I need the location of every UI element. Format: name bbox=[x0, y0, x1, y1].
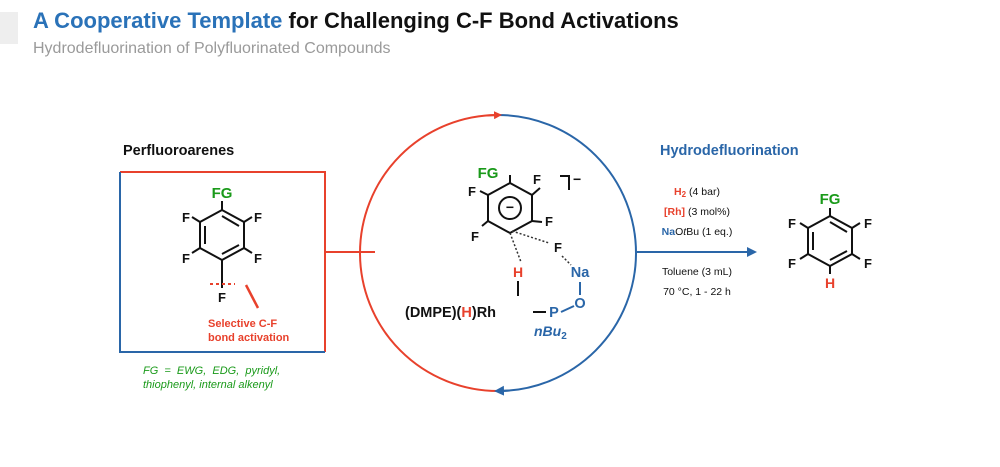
perfluoroarenes-heading: Perfluoroarenes bbox=[123, 143, 234, 159]
condition-solvent: Toluene (3 mL) bbox=[662, 266, 732, 278]
sodium-na: Na bbox=[571, 265, 590, 281]
oxygen-o: O bbox=[574, 296, 585, 312]
ring-charge-sign: − bbox=[506, 199, 514, 215]
product-benzene-ring bbox=[799, 208, 861, 274]
rh-arene-dash bbox=[509, 232, 522, 263]
hydrodefluorination-heading: Hydrodefluorination bbox=[660, 143, 799, 159]
title-highlight: A Cooperative Template bbox=[33, 8, 283, 33]
center-f-label: F bbox=[468, 184, 476, 199]
product-f-label: F bbox=[864, 256, 872, 271]
scope-line-2: thiophenyl, internal alkenyl bbox=[143, 379, 273, 391]
product-fg-label: FG bbox=[820, 191, 841, 208]
cycle-arrow-red bbox=[485, 111, 502, 120]
center-fg-label: FG bbox=[478, 165, 499, 182]
annotation-line-2: bond activation bbox=[208, 332, 290, 344]
cf-na-dash bbox=[511, 230, 550, 244]
rh-complex-label: (DMPE)(H)Rh bbox=[405, 305, 496, 321]
center-f-label: F bbox=[533, 172, 541, 187]
product-f-label: F bbox=[788, 216, 796, 231]
cycle-arc-blue bbox=[497, 114, 637, 392]
product-f-label: F bbox=[864, 216, 872, 231]
title-rest: for Challenging C-F Bond Activations bbox=[282, 8, 679, 33]
panel-border-blue bbox=[119, 172, 325, 353]
scope-line-1: FG = EWG, EDG, pyridyl, bbox=[143, 365, 280, 377]
panel-border-red bbox=[120, 171, 326, 352]
left-benzene-ring bbox=[191, 201, 253, 288]
hydride-h: H bbox=[513, 264, 523, 280]
left-f-label: F bbox=[218, 290, 226, 305]
annotation-pointer bbox=[244, 284, 260, 309]
page-title: A Cooperative Template for Challenging C… bbox=[33, 8, 679, 34]
cycle-arc-red bbox=[359, 114, 499, 392]
condition-base: NaOtBu (1 eq.) bbox=[662, 226, 733, 238]
nbu2-label: nBu2 bbox=[534, 323, 567, 342]
complex-charge: − bbox=[573, 171, 581, 187]
center-f-label: F bbox=[545, 214, 553, 229]
annotation-line-1: Selective C-F bbox=[208, 318, 277, 330]
f-na-dash bbox=[561, 255, 572, 266]
product-f-label: F bbox=[788, 256, 796, 271]
center-f-label: F bbox=[554, 240, 562, 255]
left-f-label: F bbox=[254, 210, 262, 225]
left-fg-label: FG bbox=[212, 185, 233, 202]
left-f-label: F bbox=[254, 251, 262, 266]
cycle-arrow-blue bbox=[494, 385, 511, 396]
left-f-label: F bbox=[182, 251, 190, 266]
condition-temp-time: 70 °C, 1 - 22 h bbox=[663, 286, 731, 298]
left-f-label: F bbox=[182, 210, 190, 225]
p-o-bond bbox=[560, 305, 575, 313]
condition-rh: [Rh] (3 mol%) bbox=[664, 206, 730, 218]
product-h-label: H bbox=[825, 275, 835, 291]
charge-bracket bbox=[560, 175, 570, 190]
center-f-label: F bbox=[471, 229, 479, 244]
corner-tab bbox=[0, 12, 18, 44]
ring-charge-circle bbox=[498, 196, 522, 220]
phosphorus-p: P bbox=[549, 305, 559, 321]
condition-h2: H2 (4 bar) bbox=[674, 186, 720, 199]
page-subtitle: Hydrodefluorination of Polyfluorinated C… bbox=[33, 40, 391, 57]
